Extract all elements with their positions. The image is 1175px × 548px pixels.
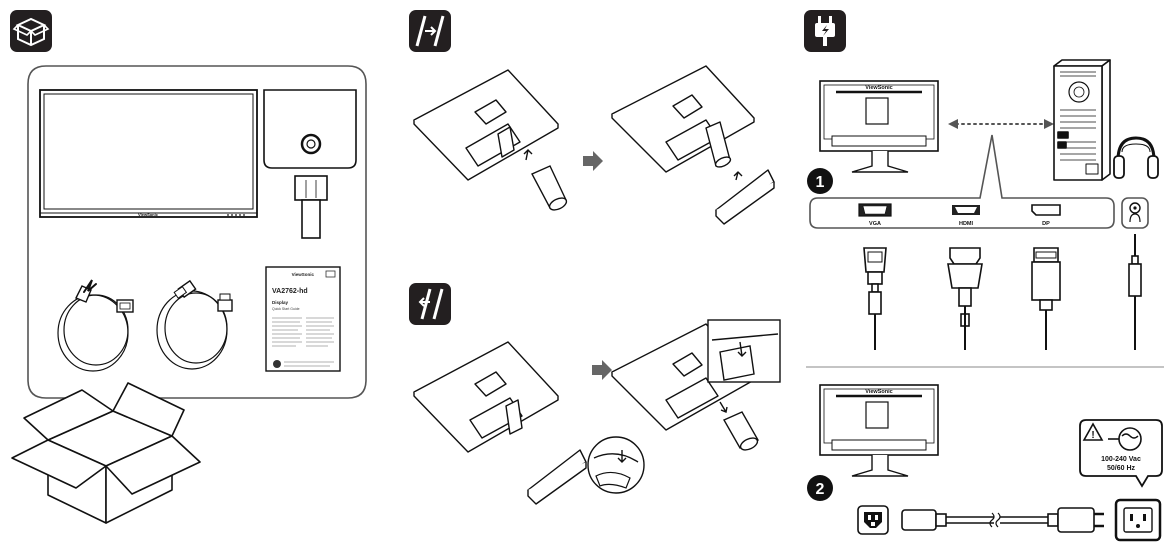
release-button-zoom (587, 436, 645, 494)
dp-port (1031, 204, 1061, 216)
attach-stand-icon (409, 10, 451, 52)
hdmi-port-label: HDMI (959, 221, 974, 227)
monitor-ac-inlet (857, 505, 889, 535)
guide-brand-label: ViewSonic (292, 272, 315, 277)
dp-cable-plug (1031, 247, 1061, 350)
monitor2-brand-label: ViewSonic (865, 389, 892, 395)
monitor-front (39, 89, 258, 218)
step2-badge (807, 475, 833, 501)
power-voltage-label: 100-240 Vac (1101, 456, 1141, 463)
monitor1-brand-label: ViewSonic (865, 85, 892, 91)
power-cord (901, 507, 1104, 533)
monitor-front-power (819, 384, 939, 477)
unbox-section: ViewSonic (0, 0, 380, 548)
box-icon (10, 10, 52, 52)
guide-subtitle-label: Quick Start Guide (272, 307, 300, 311)
hdmi-cable (156, 279, 233, 370)
step2-number: 2 (816, 481, 825, 498)
stand-section (390, 0, 790, 548)
guide-title-label: Display (272, 300, 289, 305)
guide-model-label: VA2762-hd (272, 288, 308, 295)
open-box (11, 382, 201, 524)
wall-outlet (1114, 498, 1162, 542)
vga-port-label: VGA (869, 221, 881, 227)
headphone-device (1113, 136, 1159, 179)
monitor-back-detach-1 (413, 341, 559, 453)
power-rating-tag: ! (1079, 419, 1163, 488)
step1-badge (807, 168, 833, 194)
stand-neck-detach (719, 401, 759, 451)
connection-arrow (948, 119, 1054, 129)
svg-text:!: ! (1091, 430, 1094, 441)
dp-port-label: DP (1042, 221, 1050, 227)
connect-section: ViewSonic (796, 0, 1175, 548)
monitor-brand-label: ViewSonic (138, 212, 159, 217)
vga-cable (863, 247, 887, 350)
hdmi-port (952, 205, 980, 215)
hdmi-cable-plug (947, 247, 983, 350)
audio-cable-plug (1128, 234, 1142, 350)
power-plug-icon (804, 10, 846, 52)
stand-base (263, 89, 357, 169)
monitor-front-connect (819, 80, 939, 173)
step-arrow (592, 360, 612, 380)
monitor-back-attach-2 (611, 65, 755, 173)
stand-neck-piece (523, 149, 568, 211)
monitor-back-attach-1 (413, 69, 559, 181)
stand-neck (294, 175, 328, 239)
stand-base-piece (715, 169, 775, 225)
power-frequency-label: 50/60 Hz (1107, 465, 1136, 472)
step1-number: 1 (816, 174, 825, 191)
quick-start-guide (265, 266, 341, 372)
vga-port (858, 203, 892, 217)
detach-stand-icon (409, 283, 451, 325)
stand-base-detach (527, 449, 587, 505)
neck-release-zoom (707, 319, 781, 383)
headphone-icon (1129, 202, 1141, 223)
step-arrow (583, 151, 603, 171)
pc-tower (1053, 59, 1111, 181)
power-cable (57, 279, 134, 372)
